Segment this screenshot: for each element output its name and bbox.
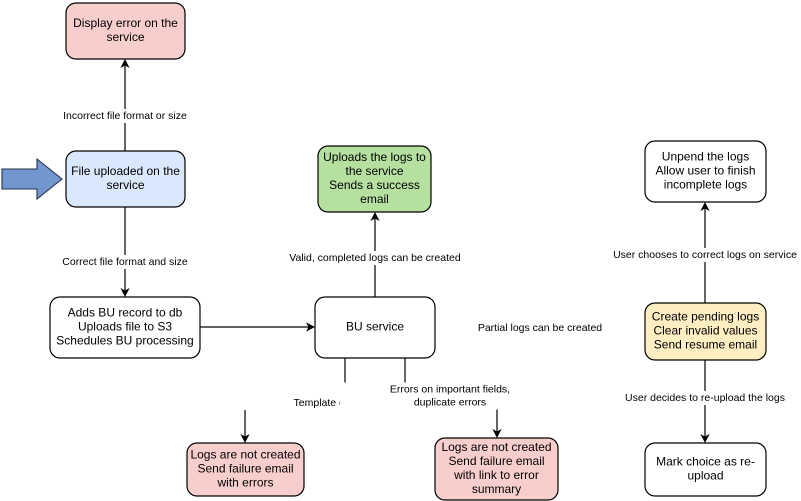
edge-adds-record-to-bu-service [200,322,315,332]
entry-arrow-layer [1,157,63,201]
logs-not-created-with-errors-node-shape[interactable] [186,442,305,497]
edge-template-errors-arrowhead [240,434,250,443]
edge-user-decides-reupload: User decides to re-upload the logs [595,360,801,443]
edge-user-decides-reupload-label: User decides to re-upload the logs [625,392,785,404]
edge-valid-completed-logs-label-backdrop [265,251,485,265]
edge-errors-important-fields: Errors on important fields,duplicate err… [340,358,560,438]
edge-valid-completed-logs-arrowhead [370,212,380,221]
edge-user-chooses-correct-logs: User chooses to correct logs on service [595,202,801,303]
edge-errors-important-fields-label: Errors on important fields,duplicate err… [390,383,510,408]
edge-incorrect-file-format-label-backdrop [15,109,235,123]
file-uploaded-node-shape[interactable] [65,150,186,208]
edge-user-chooses-correct-logs-label-backdrop [595,248,801,262]
edge-correct-file-format: Correct file format and size [15,207,235,297]
edge-correct-file-format-arrowhead [120,288,130,297]
edge-adds-record-to-bu-service-arrowhead [306,322,315,332]
edge-valid-completed-logs: Valid, completed logs can be created [265,212,485,297]
edge-incorrect-file-format-label: Incorrect file format or size [63,110,187,122]
edge-user-chooses-correct-logs-label: User chooses to correct logs on service [613,249,797,261]
mark-choice-reupload-node-shape[interactable] [644,442,767,497]
mark-choice-reupload-node-label: Mark choice as re-upload [656,455,755,483]
edge-user-chooses-correct-logs-arrowhead [700,202,710,211]
entry-arrow-into-file-uploaded [1,157,63,201]
edge-incorrect-file-format: Incorrect file format or size [15,59,235,151]
edge-correct-file-format-label-backdrop [15,255,235,269]
edge-partial-logs-can-be-created-label-backdrop [430,321,650,335]
edge-user-decides-reupload-arrowhead [700,434,710,443]
uploads-logs-node-shape[interactable] [317,145,432,213]
create-pending-logs-node-shape[interactable] [644,302,767,361]
edge-errors-important-fields-arrowhead [492,429,502,438]
edge-errors-important-fields-label-backdrop [340,382,560,410]
adds-bu-record-node-shape[interactable] [49,296,201,359]
logs-not-created-with-link-node-shape[interactable] [434,437,559,501]
edge-partial-logs-can-be-created: Partial logs can be created [430,321,650,335]
edge-user-decides-reupload-label-backdrop [595,391,801,405]
unpend-logs-node-shape[interactable] [644,140,767,203]
edge-valid-completed-logs-label: Valid, completed logs can be created [289,252,461,264]
edge-incorrect-file-format-arrowhead [120,59,130,68]
display-error-node-shape[interactable] [65,2,186,60]
edge-partial-logs-can-be-created-label: Partial logs can be created [478,322,602,334]
edge-correct-file-format-label: Correct file format and size [62,256,188,268]
bu-service-node[interactable]: BU service [314,296,436,359]
mark-choice-reupload-node[interactable]: Mark choice as re-upload [644,442,767,497]
bu-service-node-label: BU service [346,320,404,334]
bu-service-node-shape[interactable] [314,296,436,359]
